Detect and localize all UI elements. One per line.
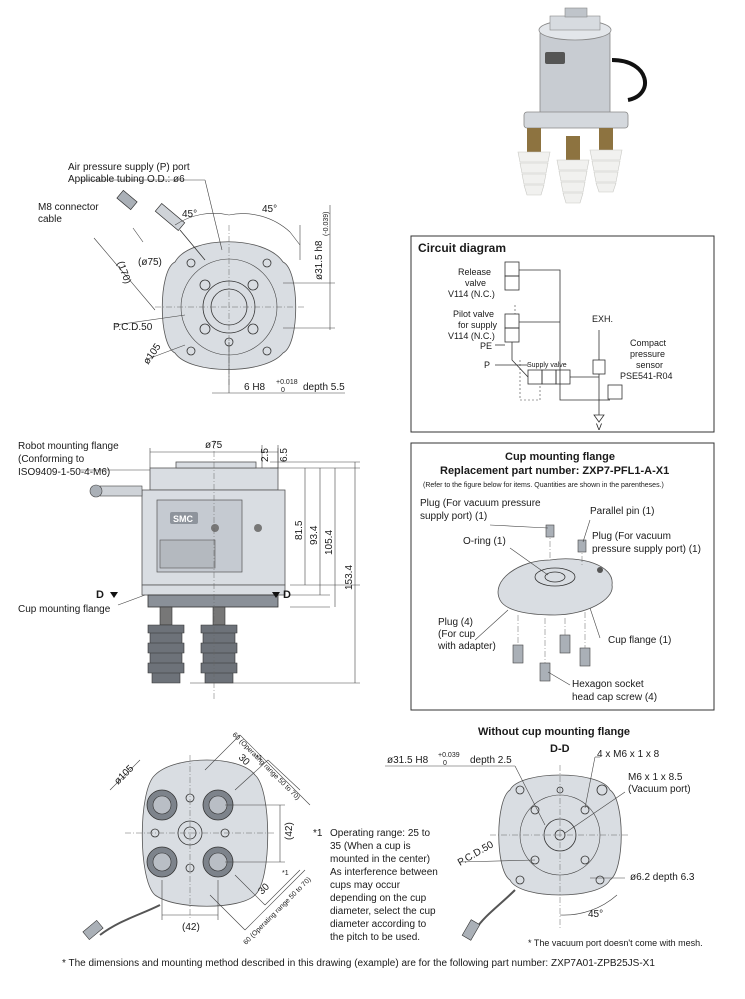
footnote-line: diameter, select the cup xyxy=(330,906,436,917)
cup-mounting-flange-label: Cup mounting flange xyxy=(18,604,111,615)
dim-2-5: 2.5 xyxy=(260,448,271,462)
dim-31-5-h8: ø31.5 h8 xyxy=(314,240,325,280)
pcd-50-label: P.C.D.50 xyxy=(113,322,153,333)
robot-flange-label: Robot mounting flange xyxy=(18,441,119,452)
sensor-label-1: Compact xyxy=(630,338,667,348)
plug4-label-2: (For cup xyxy=(438,629,476,640)
pilot-valve-1: Pilot valve xyxy=(453,309,494,319)
release-valve-3: V114 (N.C.) xyxy=(448,289,495,299)
cup-flange-part-label: Cup flange (1) xyxy=(608,635,671,646)
circuit-schematic xyxy=(495,261,623,423)
oring-label: O-ring (1) xyxy=(463,536,506,547)
product-photo xyxy=(517,7,647,204)
dim-31-5-tol: (-0.039) xyxy=(323,211,330,236)
plug4-label-1: Plug (4) xyxy=(438,617,473,628)
pilot-valve-2: for supply xyxy=(458,320,498,330)
cup-flange-title: Cup mounting flange xyxy=(505,451,615,463)
air-port-label: Air pressure supply (P) port xyxy=(68,162,190,173)
dim-81-5: 81.5 xyxy=(294,520,305,540)
dim-93-4: 93.4 xyxy=(309,525,320,545)
cup-flange-exploded xyxy=(474,519,613,686)
star-1-top: *1 xyxy=(256,755,263,762)
release-valve-1: Release xyxy=(458,267,491,277)
pcd-50-dd: P.C.D.50 xyxy=(456,839,496,868)
p-port: P xyxy=(484,360,490,370)
drawing-footnote: * The dimensions and mounting method des… xyxy=(62,958,655,969)
pilot-valve-3: V114 (N.C.) xyxy=(448,331,495,341)
section-d-left: D xyxy=(96,589,104,601)
dim-6-5: 6.5 xyxy=(279,448,290,462)
robot-flange-conform: (Conforming to xyxy=(18,454,85,465)
pe-port: PE xyxy=(480,341,492,351)
dim-42-right: (42) xyxy=(284,822,295,840)
plug-vac-label-1: Plug (For vacuum pressure xyxy=(420,498,541,509)
plug-vac2-label-2: pressure supply port) (1) xyxy=(592,544,701,555)
dim-105-4: 105.4 xyxy=(324,530,335,555)
angle-45-dd: 45° xyxy=(588,909,603,920)
exh-label: EXH. xyxy=(592,314,613,324)
footnote-line: diameter according to xyxy=(330,919,427,930)
m6-vac-label: M6 x 1 x 8.5 xyxy=(628,772,683,783)
angle-45-left: 45° xyxy=(182,209,197,220)
angle-45-right: 45° xyxy=(262,204,277,215)
sensor-label-4: PSE541-R04 xyxy=(620,371,673,381)
dim-6h8: 6 H8 xyxy=(244,382,266,393)
tubing-od-label: Applicable tubing O.D.: ø6 xyxy=(68,174,185,185)
footnote-line: the pitch to be used. xyxy=(330,932,420,943)
sensor-label-3: sensor xyxy=(636,360,663,370)
dim-170: (170) xyxy=(114,260,132,286)
footnote-line: depending on the cup xyxy=(330,893,427,904)
star-1-bottom: *1 xyxy=(282,870,289,877)
circuit-diagram-box xyxy=(410,235,715,433)
cup-flange-part-number: Replacement part number: ZXP7-PFL1-A-X1 xyxy=(440,465,669,477)
robot-flange-iso: ISO9409-1-50-4-M6) xyxy=(18,467,110,478)
dim-153-4: 153.4 xyxy=(344,565,355,590)
top-view-drawing xyxy=(80,179,345,394)
dim-depth-5-5: depth 5.5 xyxy=(303,382,345,393)
supply-valve: Supply valve xyxy=(527,362,567,369)
plug-vac2-label-1: Plug (For vacuum xyxy=(592,531,671,542)
footnote-line: 35 (When a cup is xyxy=(330,841,411,852)
dim-42-bottom: (42) xyxy=(182,922,200,933)
without-flange-title: Without cup mounting flange xyxy=(478,726,630,738)
footnote-text: Operating range: 25 to 35 (When a cup is… xyxy=(330,828,438,943)
dim-31-5-tol-top: +0.039 xyxy=(438,752,460,759)
dim-31-5-H8: ø31.5 H8 xyxy=(387,755,429,766)
hex-screw-label-1: Hexagon socket xyxy=(572,679,644,690)
dim-6h8-tol-top: +0.018 xyxy=(276,379,298,386)
release-valve-2: valve xyxy=(465,278,486,288)
cup-flange-note: (Refer to the figure below for items. Qu… xyxy=(423,482,664,489)
footnote-mark: *1 xyxy=(313,828,323,839)
m8-cable-label: cable xyxy=(38,214,62,225)
dim-6-2-depth: ø6.2 depth 6.3 xyxy=(630,872,695,883)
plug4-label-3: with adapter) xyxy=(437,641,496,652)
bottom-view-drawing xyxy=(82,734,311,941)
dim-105-bottom: ø105 xyxy=(112,763,136,787)
section-d-right: D xyxy=(283,589,291,601)
footnote-line: mounted in the center) xyxy=(330,854,430,865)
side-view-drawing: SMC xyxy=(80,440,360,700)
dim-6h8-tol-bot: 0 xyxy=(281,387,285,394)
m8-connector-label: M8 connector xyxy=(38,202,99,213)
footnote-line: As interference between xyxy=(330,867,438,878)
m6-vac-port: (Vacuum port) xyxy=(628,784,691,795)
depth-2-5: depth 2.5 xyxy=(470,755,512,766)
footnote-line: cups may occur xyxy=(330,880,401,891)
m6-thread-label: 4 x M6 x 1 x 8 xyxy=(597,749,660,760)
dim-31-5-tol-bot: 0 xyxy=(443,760,447,767)
parallel-pin-label: Parallel pin (1) xyxy=(590,506,654,517)
hex-screw-label-2: head cap screw (4) xyxy=(572,692,657,703)
section-dd-label: D-D xyxy=(550,743,570,755)
mesh-note: * The vacuum port doesn't come with mesh… xyxy=(528,938,703,948)
brand-logo: SMC xyxy=(173,514,194,524)
footnote-line: Operating range: 25 to xyxy=(330,828,431,839)
plug-vac-label-2: supply port) (1) xyxy=(420,511,487,522)
dim-75-paren: (ø75) xyxy=(138,257,162,268)
circuit-diagram-title: Circuit diagram xyxy=(418,241,506,255)
sensor-label-2: pressure xyxy=(630,349,665,359)
section-dd-drawing xyxy=(385,756,630,941)
v-port: V xyxy=(596,422,602,432)
dim-75-side: ø75 xyxy=(205,440,223,451)
